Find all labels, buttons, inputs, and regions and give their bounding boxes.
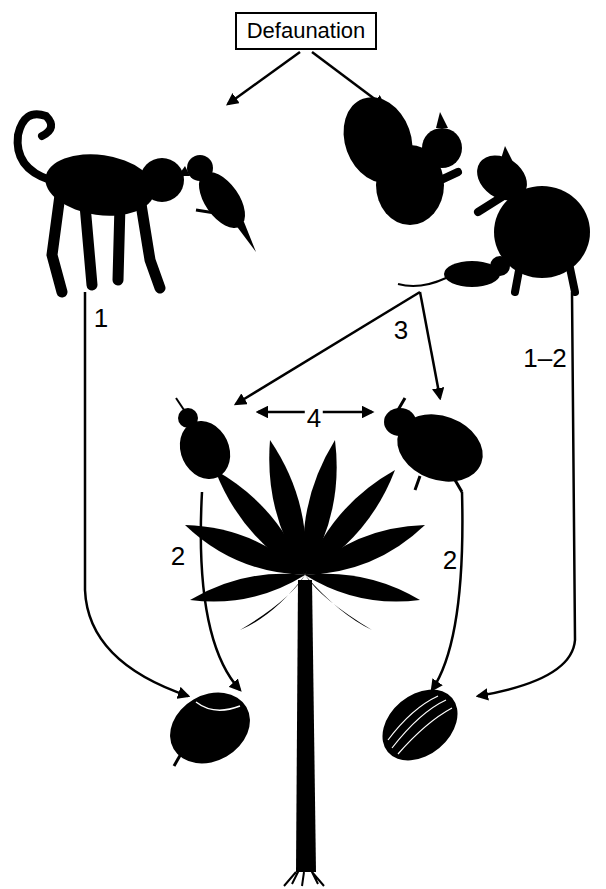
seeds xyxy=(157,675,471,778)
parrot-silhouette xyxy=(178,155,256,252)
callout-number: 3 xyxy=(392,315,410,345)
squirrel-silhouette xyxy=(332,87,462,225)
palm-tree xyxy=(185,440,425,886)
arrow xyxy=(236,292,420,404)
arrow xyxy=(478,292,575,696)
arrow xyxy=(228,52,300,104)
title-box: Defaunation xyxy=(235,12,378,50)
callout-number: 2 xyxy=(441,545,459,575)
callout-number: 1 xyxy=(92,303,110,333)
callout-number: 2 xyxy=(169,541,187,571)
monkey-silhouette xyxy=(18,114,184,292)
small-beetle xyxy=(171,398,240,487)
callout-number: 4 xyxy=(305,403,323,433)
arrow xyxy=(432,492,462,690)
arrow xyxy=(85,292,188,696)
arrow xyxy=(420,292,440,398)
mouse-silhouette xyxy=(398,256,510,287)
large-beetle xyxy=(384,398,492,493)
arrows xyxy=(85,52,575,696)
callout-number: 1–2 xyxy=(521,343,568,373)
node-text: Defaunation xyxy=(247,18,366,44)
